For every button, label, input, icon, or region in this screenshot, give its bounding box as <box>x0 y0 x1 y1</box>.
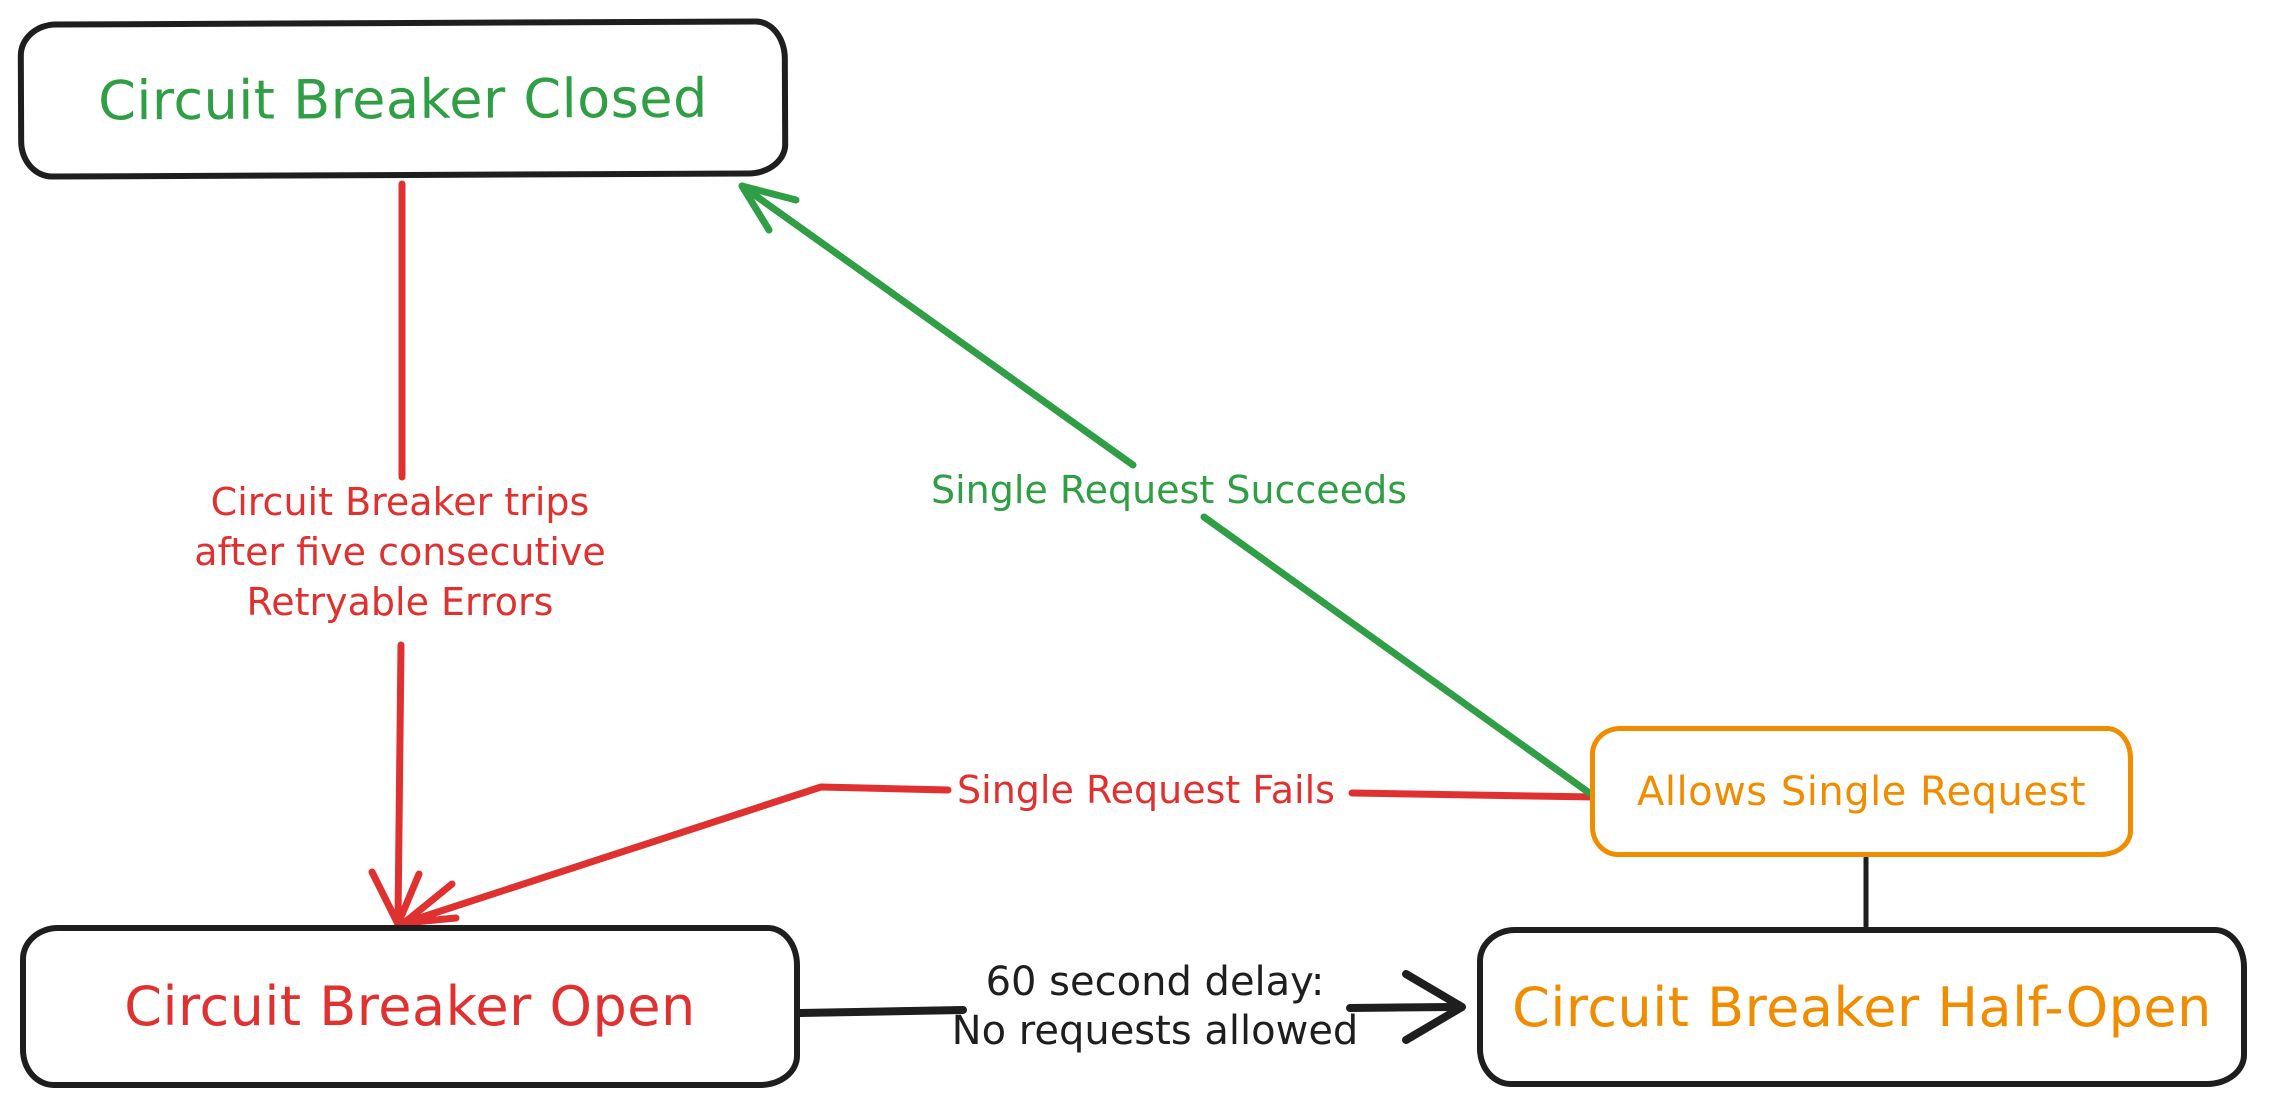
succeeds-arrow <box>738 182 1599 801</box>
succeeds-arrow-line-upper <box>738 182 1137 469</box>
edge-label-fails: Single Request Fails <box>957 768 1335 812</box>
fails-arrow <box>400 783 1599 927</box>
edge-label-trip: Circuit Breaker trips after five consecu… <box>150 477 650 627</box>
edge-label-delay-line2: No requests allowed <box>951 1008 1359 1054</box>
trip-arrowhead <box>368 868 423 928</box>
fails-arrowhead <box>400 880 460 927</box>
edge-label-trip-line2: after five consecutive <box>194 530 606 574</box>
fails-arrow-line-right <box>1348 789 1599 801</box>
edge-label-trip-line3: Retryable Errors <box>246 580 554 624</box>
node-allows-label: Allows Single Request <box>1637 768 2086 815</box>
delay-arrowhead <box>1402 970 1466 1044</box>
node-circuit-breaker-half-open: Circuit Breaker Half-Open <box>1477 927 2247 1087</box>
trip-arrow <box>368 180 423 928</box>
fails-arrow-line-left <box>400 783 952 927</box>
node-circuit-breaker-open: Circuit Breaker Open <box>20 925 800 1088</box>
delay-arrow-line-left <box>796 1006 967 1017</box>
edge-label-succeeds: Single Request Succeeds <box>930 468 1407 512</box>
node-circuit-breaker-closed: Circuit Breaker Closed <box>17 18 789 180</box>
delay-arrow-line-right <box>1346 1003 1456 1012</box>
succeeds-arrowhead <box>738 182 800 234</box>
succeeds-arrow-line-lower <box>1200 513 1599 801</box>
node-closed-label: Circuit Breaker Closed <box>98 66 708 132</box>
edge-label-delay-line1: 60 second delay: <box>985 959 1325 1005</box>
node-half-open-label: Circuit Breaker Half-Open <box>1512 975 2212 1039</box>
node-allows-single-request: Allows Single Request <box>1590 726 2133 857</box>
trip-arrow-line-lower <box>394 641 405 924</box>
edge-label-trip-line1: Circuit Breaker trips <box>210 480 590 524</box>
delay-arrow <box>796 970 1466 1044</box>
edge-label-delay: 60 second delay: No requests allowed <box>905 958 1405 1056</box>
node-open-label: Circuit Breaker Open <box>124 975 696 1038</box>
